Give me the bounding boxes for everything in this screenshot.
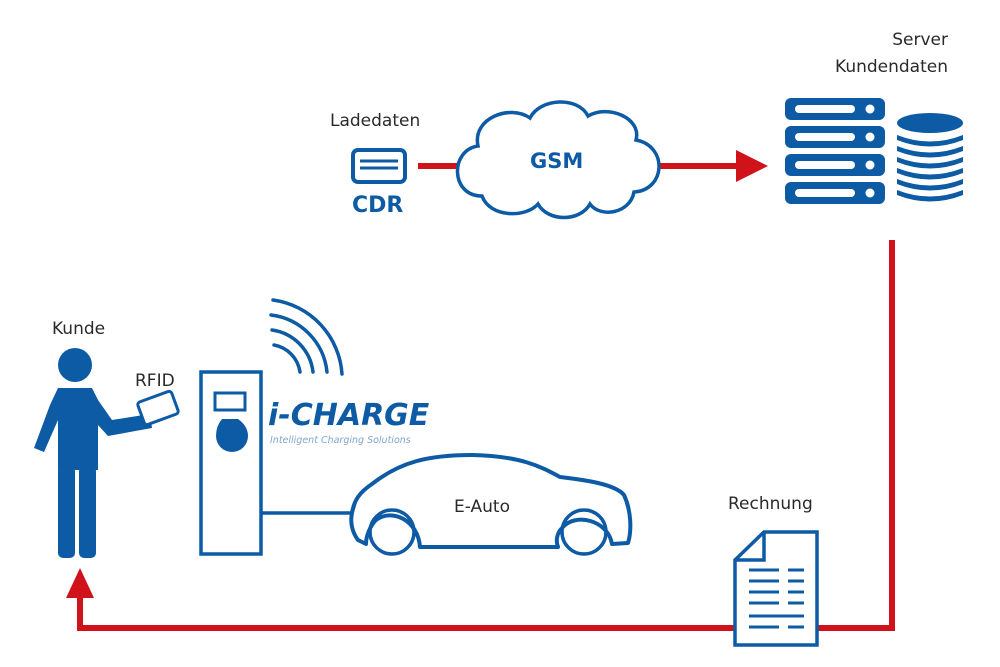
arrowhead-right-icon [736,150,768,182]
server-rack-icon [785,98,885,204]
arrowhead-up-icon [66,568,94,598]
person-icon [34,348,152,558]
card-icon [351,148,407,184]
car-icon [349,453,633,556]
database-icon [897,113,963,202]
kundendaten-label: Kundendaten [835,57,948,77]
invoice-document-icon [733,530,819,647]
cdr-label: CDR [352,193,403,218]
flow-cloud-to-server-arrow [658,150,768,182]
rfid-card-icon [136,389,180,427]
wireless-signal-icon [269,298,344,376]
server-label: Server [892,30,948,50]
rfid-label: RFID [135,371,175,391]
kunde-label: Kunde [52,319,105,339]
ladedaten-label: Ladedaten [330,111,420,131]
gsm-label: GSM [530,149,583,173]
rechnung-label: Rechnung [728,494,813,514]
charging-cable [261,502,357,515]
cloud-icon [455,100,661,220]
brand-tagline: Intelligent Charging Solutions [270,435,411,446]
flow-server-to-customer [66,240,895,631]
e-auto-label: E-Auto [454,497,510,517]
charging-station-icon [199,370,263,556]
brand-logo-text: i-CHARGE [268,398,430,433]
